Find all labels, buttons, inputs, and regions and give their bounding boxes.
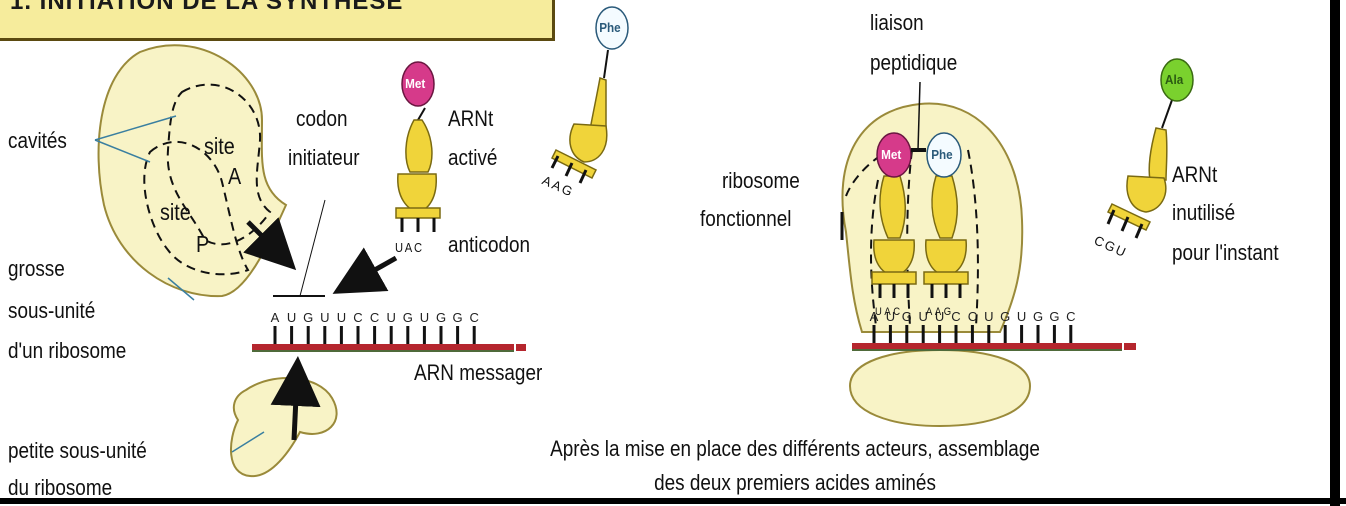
- frame-right-border: [1330, 0, 1340, 506]
- mrna-left-base: G: [403, 310, 413, 325]
- label-arn-messager: ARN messager: [414, 360, 542, 385]
- label-codon-2: initiateur: [288, 145, 360, 170]
- mrna-left-base: G: [436, 310, 446, 325]
- label-ribosome-fonctionnel-1: ribosome: [722, 168, 800, 193]
- mrna-left-base: U: [287, 310, 296, 325]
- mrna-left-base: U: [387, 310, 396, 325]
- label-arnt-unused-1: ARNt: [1172, 162, 1217, 187]
- label-cavites: cavités: [8, 128, 67, 153]
- mrna-left-base: U: [320, 310, 329, 325]
- label-liaison-2: peptidique: [870, 50, 957, 75]
- mrna-right-base: U: [984, 309, 993, 324]
- label-arnt-unused-3: pour l'instant: [1172, 240, 1279, 265]
- functional-ribosome-small: [850, 350, 1030, 426]
- label-ribosome-fonctionnel-2: fonctionnel: [700, 206, 792, 231]
- mrna-right-base: G: [1033, 309, 1043, 324]
- label-arnt-unused-2: inutilisé: [1172, 200, 1235, 225]
- label-anticodon-met-free: UAC: [395, 235, 424, 260]
- label-liaison-1: liaison: [870, 10, 924, 35]
- amino-acid-phe-label: Phe: [599, 20, 620, 35]
- label-site-a-word: site: [204, 134, 235, 159]
- label-bound-anticodon-phe: AAG: [926, 300, 954, 325]
- mrna-right-base: C: [968, 309, 977, 324]
- label-anticodon: anticodon: [448, 232, 530, 257]
- mrna-left-base: C: [470, 310, 479, 325]
- caption-line-1: Après la mise en place des différents ac…: [455, 436, 1134, 461]
- frame-bottom-border: [0, 498, 1346, 504]
- amino-acid-ala-label: Ala: [1165, 72, 1183, 87]
- mrna-right-base: G: [1049, 309, 1059, 324]
- diagram-title: 1. INITIATION DE LA SYNTHÈSE: [10, 0, 403, 16]
- amino-acid-met-label: Met: [405, 76, 425, 91]
- label-petite-2: du ribosome: [8, 475, 112, 500]
- mrna-right-base: C: [1066, 309, 1075, 324]
- mrna-left-base: G: [303, 310, 313, 325]
- mrna-left-base: A: [271, 310, 280, 325]
- amino-acid-phe-bound-label: Phe: [931, 147, 952, 162]
- label-site-p-letter: P: [196, 232, 209, 257]
- label-petite-1: petite sous-unité: [8, 438, 147, 463]
- mrna-left-base: C: [370, 310, 379, 325]
- mrna-right-base: G: [902, 309, 912, 324]
- mrna-left-base: G: [453, 310, 463, 325]
- caption-line-2: des deux premiers acides aminés: [455, 470, 1134, 495]
- mrna-left-base: U: [337, 310, 346, 325]
- small-ribosome-subunit: [231, 378, 337, 476]
- label-bound-anticodon-met: UAC: [875, 300, 903, 325]
- mrna-right-base: U: [1017, 309, 1026, 324]
- label-arnt-activated-2: activé: [448, 145, 497, 170]
- amino-acid-met-bound-label: Met: [881, 147, 901, 162]
- label-arnt-activated-1: ARNt: [448, 106, 493, 131]
- mrna-left-base: U: [420, 310, 429, 325]
- label-site-p-word: site: [160, 200, 191, 225]
- label-codon-1: codon: [296, 106, 348, 131]
- mrna-right-base: G: [1000, 309, 1010, 324]
- label-grosse-3: d'un ribosome: [8, 338, 126, 363]
- label-site-a-letter: A: [228, 164, 241, 189]
- mrna-left-base: C: [353, 310, 362, 325]
- label-grosse-2: sous-unité: [8, 298, 95, 323]
- label-grosse-1: grosse: [8, 256, 65, 281]
